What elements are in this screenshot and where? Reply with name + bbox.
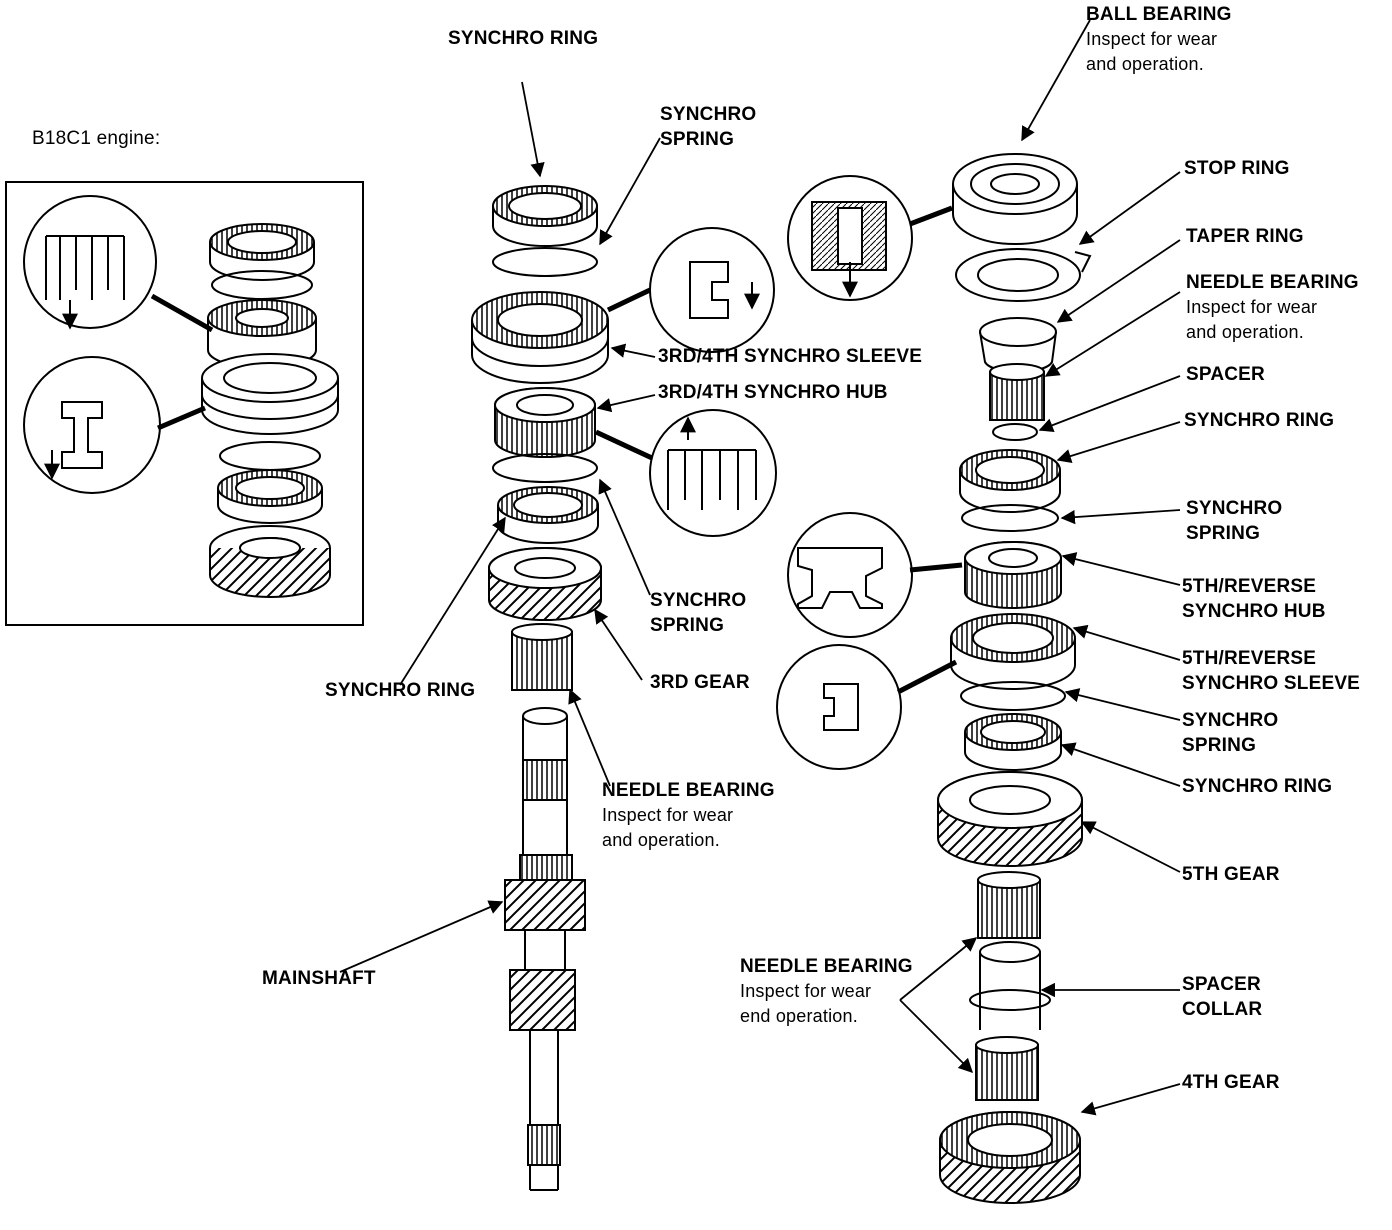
label-note: Inspect for wear — [602, 805, 734, 825]
label-synchro-ring-right-low: SYNCHRO RING — [1182, 776, 1333, 797]
label-line: NEEDLE BEARING — [1186, 272, 1359, 293]
label-note: and operation. — [1186, 322, 1304, 342]
label-line: NEEDLE BEARING — [740, 956, 913, 977]
label-synchro-ring-right-top: SYNCHRO RING — [1184, 410, 1335, 431]
label-note: Inspect for wear — [1186, 297, 1318, 317]
label-synchro-spring-right-low: SYNCHRO SPRING — [1182, 708, 1278, 758]
label-line: SYNCHRO HUB — [1182, 601, 1326, 622]
inset-b18c1 — [5, 181, 364, 626]
label-5th-reverse-synchro-hub: 5TH/REVERSE SYNCHRO HUB — [1182, 574, 1326, 624]
label-3rd-gear: 3RD GEAR — [650, 672, 750, 693]
label-needle-bearing-right: NEEDLE BEARING Inspect for wear and oper… — [1186, 270, 1359, 345]
mainshaft-assembly — [471, 185, 777, 1191]
label-5th-reverse-synchro-sleeve: 5TH/REVERSE SYNCHRO SLEEVE — [1182, 646, 1360, 696]
label-5th-gear: 5TH GEAR — [1182, 864, 1280, 885]
label-note: Inspect for wear — [1086, 29, 1218, 49]
label-line: SPRING — [1186, 523, 1261, 544]
label-synchro-ring-low: SYNCHRO RING — [325, 680, 476, 701]
label-note: and operation. — [602, 830, 720, 850]
label-line: SYNCHRO SLEEVE — [1182, 673, 1361, 694]
label-3rd-4th-synchro-sleeve: 3RD/4TH SYNCHRO SLEEVE — [658, 346, 923, 367]
label-line: 5TH/REVERSE — [1182, 576, 1317, 597]
label-needle-bearing-mid: NEEDLE BEARING Inspect for wear and oper… — [602, 778, 775, 853]
leader-lines — [339, 19, 1181, 1116]
label-line: NEEDLE BEARING — [602, 780, 775, 801]
label-taper-ring: TAPER RING — [1186, 226, 1304, 247]
label-synchro-spring-low: SYNCHRO SPRING — [650, 588, 746, 638]
label-line: SPRING — [660, 129, 735, 150]
label-line: SYNCHRO — [1186, 498, 1283, 519]
label-ball-bearing: BALL BEARING Inspect for wear and operat… — [1086, 2, 1232, 77]
label-note: end operation. — [740, 1006, 858, 1026]
label-line: SPACER — [1182, 974, 1261, 995]
label-synchro-spring-top: SYNCHRO SPRING — [660, 102, 756, 152]
label-line: SYNCHRO — [650, 590, 747, 611]
label-3rd-4th-synchro-hub: 3RD/4TH SYNCHRO HUB — [658, 382, 888, 403]
label-note: and operation. — [1086, 54, 1204, 74]
label-stop-ring: STOP RING — [1184, 158, 1290, 179]
label-line: SPRING — [650, 615, 725, 636]
label-note: Inspect for wear — [740, 981, 872, 1001]
label-synchro-ring-top: SYNCHRO RING — [448, 28, 599, 49]
countershaft-assembly — [776, 153, 1092, 1204]
label-4th-gear: 4TH GEAR — [1182, 1072, 1280, 1093]
label-spacer-collar: SPACER COLLAR — [1182, 972, 1262, 1022]
label-line: SPRING — [1182, 735, 1257, 756]
label-needle-bearing-lower: NEEDLE BEARING Inspect for wear end oper… — [740, 954, 913, 1029]
label-spacer: SPACER — [1186, 364, 1265, 385]
label-line: 5TH/REVERSE — [1182, 648, 1317, 669]
label-mainshaft: MAINSHAFT — [262, 968, 376, 989]
label-synchro-spring-right-top: SYNCHRO SPRING — [1186, 496, 1282, 546]
label-line: BALL BEARING — [1086, 4, 1232, 25]
label-line: SYNCHRO — [660, 104, 757, 125]
label-line: SYNCHRO — [1182, 710, 1279, 731]
engine-note: B18C1 engine: — [32, 128, 161, 149]
label-line: COLLAR — [1182, 999, 1263, 1020]
